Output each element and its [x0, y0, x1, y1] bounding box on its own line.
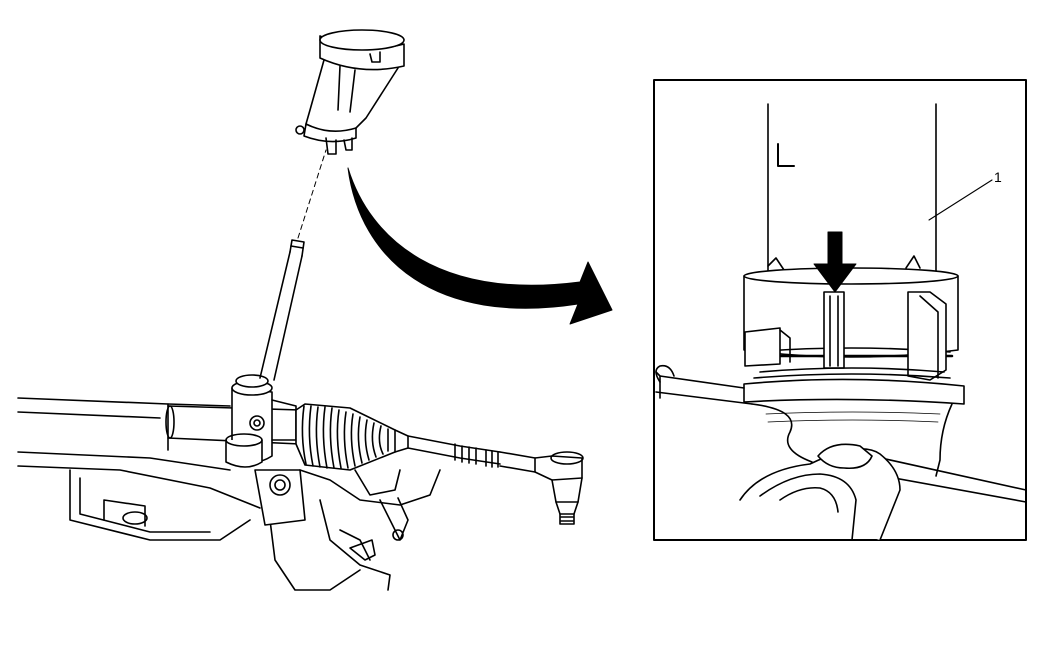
- callout-1-leader: [928, 179, 993, 221]
- detail-tool-body: [767, 103, 937, 273]
- subframe-crossmember: [17, 397, 441, 591]
- detail-view: 1: [653, 79, 1027, 541]
- callout-1-label: 1: [994, 169, 1002, 185]
- pinion-housing: [225, 374, 297, 468]
- detail-mount-hardware: [739, 443, 901, 541]
- down-arrow-icon: [813, 231, 857, 293]
- detail-seal-housing: [743, 367, 965, 477]
- alignment-centerline: [297, 149, 327, 239]
- steering-gear-assembly: [17, 29, 613, 591]
- tie-rod: [407, 435, 584, 525]
- pinion-shaft: [259, 239, 305, 381]
- curved-arrow-icon: [347, 167, 613, 325]
- seal-installer-tool: [295, 29, 405, 155]
- detail-collar: [743, 267, 959, 381]
- bellows-boot: [295, 403, 409, 471]
